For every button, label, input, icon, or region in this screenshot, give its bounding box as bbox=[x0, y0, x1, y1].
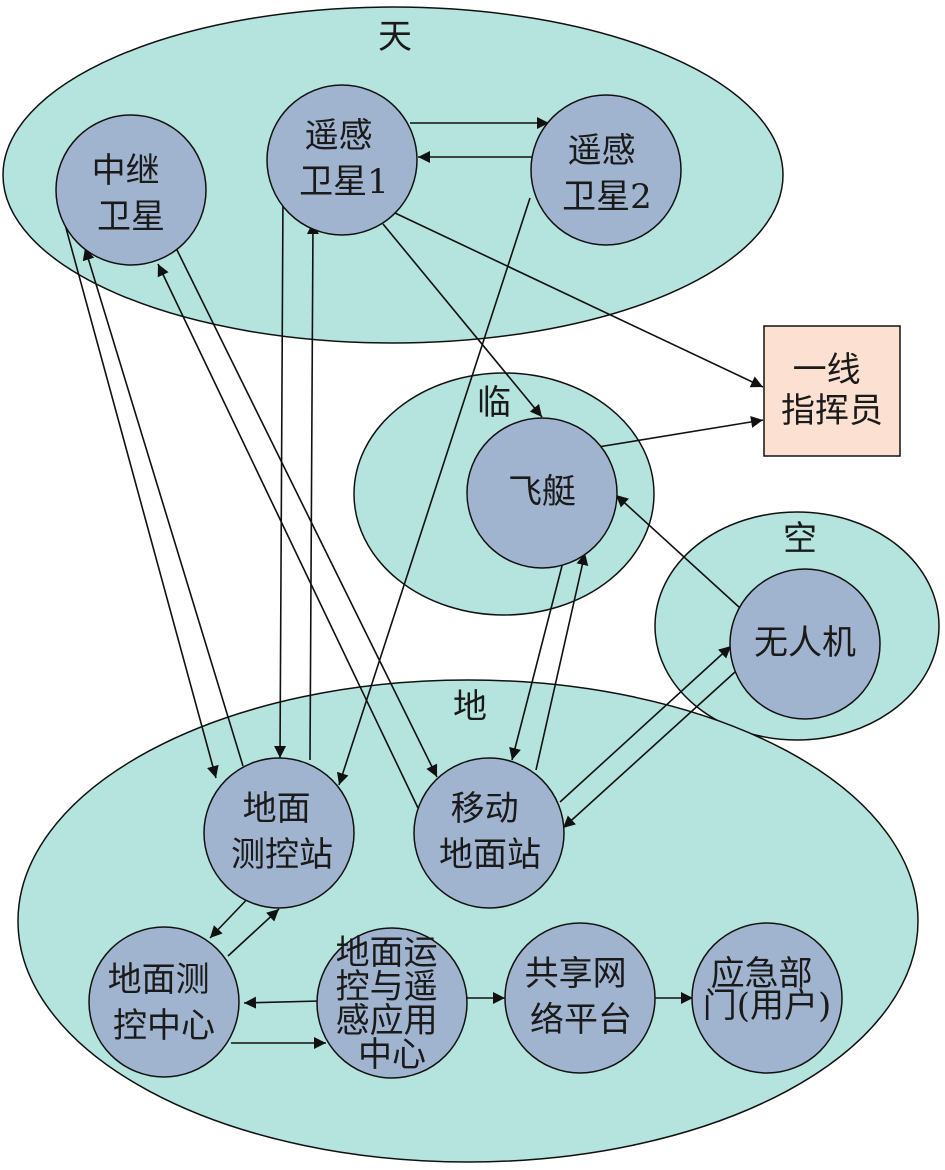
rs-satellite-1-label: 遥感 卫星1 bbox=[299, 116, 389, 202]
edge-ops-to-control bbox=[243, 996, 321, 1009]
region-sky-label: 天 bbox=[378, 17, 412, 57]
control-center-label: 地面测 控中心 bbox=[108, 960, 221, 1046]
edge-airship-to-commander bbox=[597, 416, 764, 448]
node-airship bbox=[466, 417, 618, 569]
edge-sat1-to-ground-station bbox=[274, 192, 287, 759]
edge-control-to-ground-station bbox=[227, 908, 280, 957]
edge-uav-to-mobile bbox=[562, 671, 736, 829]
airship-label: 飞艇 bbox=[508, 472, 576, 512]
rs-satellite-2-label: 遥感 卫星2 bbox=[562, 131, 652, 217]
edge-sat2-to-ground-station bbox=[337, 197, 531, 786]
ground-station-label: 地面 测控站 bbox=[231, 789, 333, 875]
node-relay-satellite bbox=[55, 114, 207, 266]
edge-relay-to-mobile bbox=[176, 249, 438, 778]
region-near-space-label: 临 bbox=[477, 383, 511, 423]
node-rs-satellite-1 bbox=[266, 84, 418, 236]
node-rs-satellite-2 bbox=[530, 94, 682, 246]
node-ground-station bbox=[203, 757, 355, 909]
emergency-dept-label: 应急部 门(用户) bbox=[703, 954, 832, 1026]
edge-mobile-to-uav bbox=[559, 645, 732, 803]
region-ground-label: 地 bbox=[453, 687, 487, 727]
edge-ground-station-to-relay bbox=[82, 247, 244, 767]
node-control-center bbox=[88, 926, 240, 1078]
commander-box bbox=[763, 325, 901, 457]
edge-mobile-to-airship bbox=[535, 552, 589, 771]
uav-label: 无人机 bbox=[754, 623, 856, 663]
mobile-station-label: 移动 地面站 bbox=[439, 789, 541, 875]
edge-ground-station-to-sat1 bbox=[306, 221, 319, 761]
edge-airship-to-mobile bbox=[509, 561, 564, 761]
node-network-platform bbox=[504, 922, 656, 1074]
node-uav bbox=[729, 568, 881, 720]
edge-mobile-to-relay bbox=[157, 263, 419, 809]
network-platform-label: 共享网 络平台 bbox=[525, 954, 638, 1040]
region-air-label: 空 bbox=[783, 519, 817, 559]
node-ops-center bbox=[316, 927, 468, 1079]
edge-sat1-to-commander bbox=[394, 212, 764, 388]
edge-sat1-to-airship bbox=[382, 223, 543, 418]
edges bbox=[56, 117, 764, 1049]
node-emergency-dept bbox=[691, 922, 843, 1074]
region-ground bbox=[17, 679, 919, 1163]
relay-satellite-label: 中继 卫星 bbox=[92, 151, 171, 237]
edge-relay-to-ground-station bbox=[56, 194, 219, 779]
ops-center-label: 地面运 控与遥 感应用 中心 bbox=[336, 933, 449, 1075]
commander-label: 一线 指挥员 bbox=[781, 350, 883, 431]
edge-uav-to-airship bbox=[615, 494, 741, 609]
node-mobile-station bbox=[413, 757, 565, 909]
